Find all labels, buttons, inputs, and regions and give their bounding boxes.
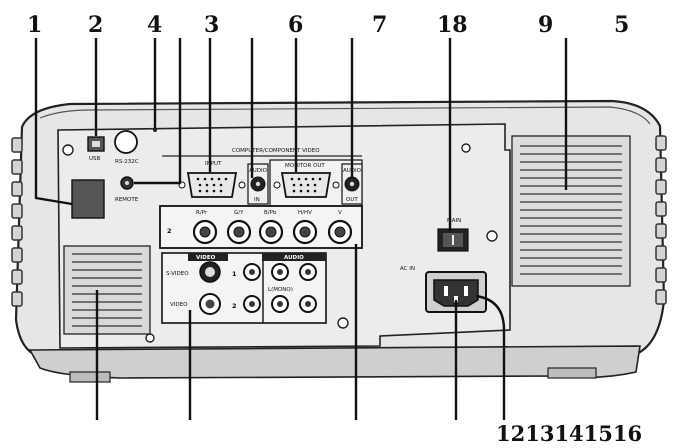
- g-y-label: G/Y: [234, 210, 244, 216]
- kensington-slot: [71, 179, 105, 219]
- l-mono-r-label: L(MONO): [268, 287, 293, 293]
- usb-port: USB: [87, 136, 105, 162]
- video-row-2-label: 2: [232, 302, 237, 310]
- main-power-switch: MAIN: [437, 218, 469, 252]
- callout-bottom-group: 1213141516: [496, 421, 642, 446]
- v-label: V: [338, 210, 342, 216]
- bnc-row-number: 2: [167, 227, 172, 235]
- rs232c-port: RS-232C: [114, 130, 139, 165]
- video-group-label: VIDEO: [196, 255, 216, 261]
- callout-6: 6: [288, 12, 303, 38]
- callout-9: 9: [538, 12, 553, 38]
- bnc-input-row: 2 R/Pr G/Y B/Pb H/HV V: [159, 205, 363, 249]
- audio-group-label: AUDIO: [284, 255, 304, 261]
- callout-numbers-top: 1 2 4 3 6 7 18 9 5: [27, 12, 629, 38]
- audio-in-label: AUDIO: [249, 168, 268, 174]
- ac-inlet: AC IN: [400, 266, 487, 313]
- leader-lines-top: [34, 38, 568, 231]
- left-air-vent: [63, 245, 151, 335]
- b-pb-label: B/Pb: [264, 210, 277, 216]
- callout-2: 2: [88, 12, 103, 38]
- audio-out-out-label: OUT: [346, 197, 358, 203]
- right-air-vent: [511, 135, 631, 287]
- callout-7: 7: [372, 12, 387, 38]
- callout-18: 18: [437, 12, 468, 38]
- usb-label: USB: [89, 156, 101, 162]
- computer-component-video-label: COMPUTER/COMPONENT VIDEO: [232, 148, 320, 154]
- callout-3: 3: [204, 12, 219, 38]
- ac-in-label: AC IN: [400, 266, 415, 272]
- remote-label: REMOTE: [115, 197, 139, 203]
- monitor-out-label: MONITOR OUT: [285, 163, 325, 169]
- callout-5: 5: [614, 12, 629, 38]
- main-switch-label: MAIN: [447, 218, 461, 224]
- r-pr-label: R/Pr: [196, 210, 208, 216]
- leader-lines-bottom: [95, 244, 506, 420]
- input-label: INPUT: [205, 161, 222, 167]
- callout-1: 1: [27, 12, 42, 38]
- video-audio-block: VIDEO AUDIO S-VIDEO 1 VIDEO 2 L(MONO): [161, 252, 327, 324]
- video-row-1-label: 1: [232, 270, 237, 278]
- s-video-label: S-VIDEO: [166, 271, 189, 277]
- h-hv-label: H/HV: [298, 210, 312, 216]
- video-label: VIDEO: [170, 302, 188, 308]
- indicator-dot: [153, 128, 157, 132]
- audio-in-in-label: IN: [254, 197, 260, 203]
- remote-jack: REMOTE: [115, 176, 139, 203]
- rs232c-label: RS-232C: [115, 159, 139, 165]
- callout-4: 4: [147, 12, 162, 38]
